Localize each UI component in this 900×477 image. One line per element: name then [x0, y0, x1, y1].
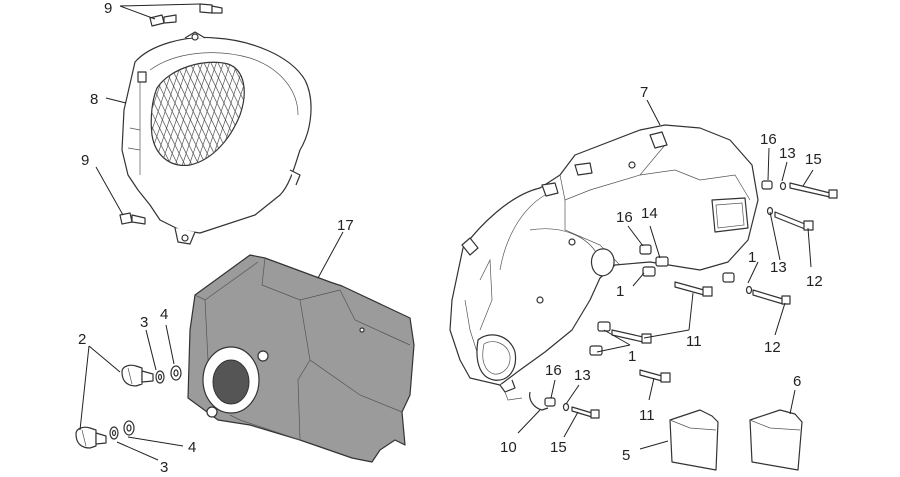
bolt-part	[611, 329, 644, 343]
callout-6: 6	[793, 373, 801, 390]
grille-line	[171, 62, 213, 166]
clip-part	[529, 391, 549, 411]
screw-shaft	[95, 432, 107, 445]
fan-grille	[60, 55, 245, 175]
callout-labels: 9 8 9 17 2 3 4 4 3 7 16 13 15 16 14 1 13…	[78, 0, 823, 476]
callout-4: 4	[188, 439, 196, 456]
bolt-part	[752, 289, 784, 305]
callout-9: 9	[104, 0, 112, 17]
bolt-head	[702, 286, 713, 297]
grille-line	[151, 62, 178, 166]
callout-11: 11	[639, 407, 655, 424]
screw-part	[149, 14, 177, 27]
callout-8: 8	[90, 91, 98, 108]
callout-13: 13	[770, 259, 787, 276]
bushing-part	[642, 266, 656, 277]
callout-16: 16	[545, 362, 562, 379]
callout-3: 3	[160, 459, 168, 476]
grille-line	[199, 62, 245, 166]
fan-cover-part	[60, 31, 312, 245]
callout-17: 17	[337, 217, 354, 234]
callout-1: 1	[616, 283, 624, 300]
washer-part	[766, 206, 774, 216]
callout-11: 11	[686, 333, 702, 350]
bolt-part	[571, 406, 593, 418]
grille-line	[192, 62, 234, 166]
grille-line	[151, 62, 198, 166]
callout-16: 16	[616, 209, 633, 226]
bolt-head	[781, 295, 791, 305]
screw-washer-group	[75, 364, 182, 449]
hardware-group	[529, 180, 838, 419]
grille-line	[151, 62, 191, 166]
grille-line	[74, 55, 114, 175]
grille-line	[151, 62, 184, 166]
callout-12: 12	[764, 339, 781, 356]
bolt-part	[639, 369, 663, 382]
grille-line	[151, 62, 177, 166]
bolt-head	[590, 409, 600, 419]
grille-line	[60, 55, 120, 175]
washer-part	[562, 402, 570, 412]
callout-7: 7	[640, 84, 648, 101]
bushing-part	[589, 345, 603, 356]
grille-line	[67, 55, 127, 175]
bolt-part	[774, 211, 806, 230]
bolt-head	[641, 333, 652, 344]
callout-15: 15	[805, 151, 822, 168]
bolt-part	[789, 182, 831, 198]
crankcase-cover-part	[449, 124, 759, 401]
callout-4: 4	[160, 306, 168, 323]
callout-14: 14	[641, 205, 658, 222]
screw-part	[119, 212, 146, 225]
callout-10: 10	[500, 439, 517, 456]
grille-line	[199, 62, 241, 166]
grille-line	[164, 62, 206, 166]
grille-line	[206, 62, 245, 166]
grille-line	[157, 62, 199, 166]
bushing-part	[722, 272, 735, 283]
callout-9: 9	[81, 152, 89, 169]
bushing-part	[639, 244, 652, 255]
grille-line	[151, 62, 185, 166]
grille-line	[60, 55, 100, 175]
pad-part-6	[749, 409, 803, 471]
callout-13: 13	[779, 145, 796, 162]
bushing-part	[544, 397, 556, 407]
callout-15: 15	[550, 439, 567, 456]
screw-part	[199, 3, 223, 14]
callout-3: 3	[140, 314, 148, 331]
bolt-head	[660, 372, 671, 383]
bushing-part	[761, 180, 773, 190]
grille-line	[88, 55, 128, 175]
bolt-head	[828, 189, 838, 199]
washer-part	[779, 181, 787, 191]
washer-part	[745, 285, 753, 295]
callout-16: 16	[760, 131, 777, 148]
callout-12: 12	[806, 273, 823, 290]
grille-line	[220, 62, 245, 166]
grille-line	[227, 62, 245, 166]
callout-1: 1	[628, 348, 636, 365]
cylinder-shroud-part	[187, 254, 415, 463]
callout-1: 1	[748, 249, 756, 266]
callout-2: 2	[78, 331, 86, 348]
grille-line	[185, 62, 227, 166]
callout-5: 5	[622, 447, 630, 464]
callout-13: 13	[574, 367, 591, 384]
grille-line	[178, 62, 220, 166]
bushing-part	[597, 321, 611, 332]
screw-shaft	[141, 370, 154, 383]
pad-part-5	[669, 409, 719, 471]
bolt-part	[674, 281, 705, 296]
bushing-part	[655, 256, 669, 267]
leader-lines	[79, 3, 814, 461]
